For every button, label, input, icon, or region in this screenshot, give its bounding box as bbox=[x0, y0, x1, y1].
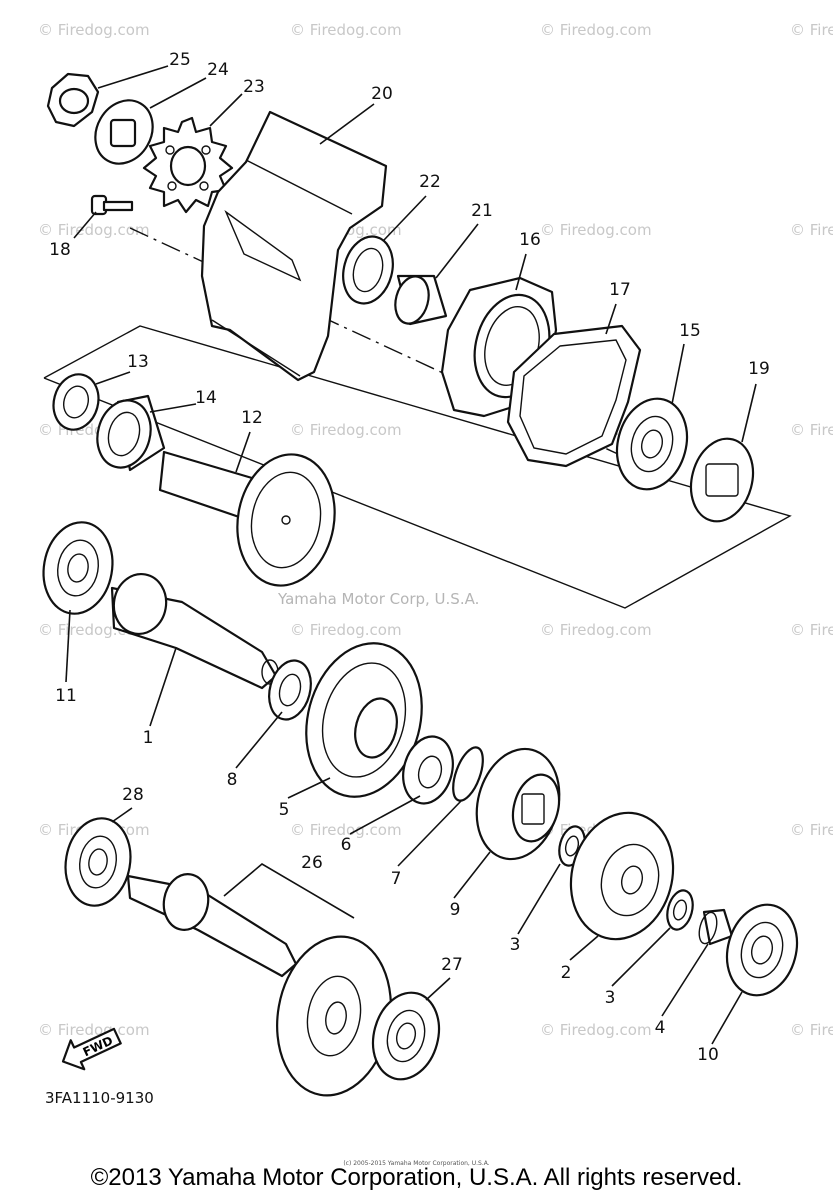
part-22-oil-seal bbox=[342, 235, 394, 305]
part-14-needle-bearing bbox=[96, 394, 166, 472]
part-25-lock-nut bbox=[46, 72, 100, 128]
callout-14: 14 bbox=[195, 388, 217, 408]
callout-1: 1 bbox=[143, 728, 154, 748]
leader-lines bbox=[65, 65, 757, 1045]
callout-6: 6 bbox=[341, 835, 352, 855]
watermark-text: © Firedog.com bbox=[790, 1021, 833, 1039]
watermark-text: © Firedog.com bbox=[540, 621, 652, 639]
part-28-bearing bbox=[64, 817, 132, 907]
part-1-main-axle bbox=[110, 573, 279, 690]
watermark-text: © Firedog.com bbox=[540, 221, 652, 239]
part-13-washer bbox=[52, 373, 100, 431]
part-2-gear bbox=[569, 811, 675, 941]
callout-19: 19 bbox=[748, 359, 770, 379]
part-9-dog-clutch bbox=[475, 747, 561, 861]
callout-12: 12 bbox=[241, 408, 263, 428]
watermark-text: © Firedog.com bbox=[790, 221, 833, 239]
watermark-text: © Firedog.com bbox=[790, 21, 833, 39]
watermark-text: © Firedog.com bbox=[290, 621, 402, 639]
watermark-text: © Firedog.com bbox=[790, 421, 833, 439]
part-24-lock-washer bbox=[94, 99, 154, 165]
copyright-footer: ©2013 Yamaha Motor Corporation, U.S.A. A… bbox=[90, 1164, 743, 1191]
part-20-housing bbox=[200, 110, 388, 382]
part-17-gasket bbox=[506, 324, 642, 468]
part-15-bearing bbox=[615, 397, 689, 491]
reference-lines bbox=[43, 227, 792, 609]
callout-11: 11 bbox=[55, 686, 77, 706]
part-27-bearing bbox=[371, 991, 441, 1081]
callout-26: 26 bbox=[301, 853, 323, 873]
part-8-washer bbox=[268, 659, 312, 721]
watermark-text: © Firedog.com bbox=[38, 21, 150, 39]
part-23-drive-sprocket bbox=[142, 116, 234, 214]
callout-17: 17 bbox=[609, 280, 631, 300]
callout-20: 20 bbox=[371, 84, 393, 104]
diagram-code: 3FA1110-9130 bbox=[45, 1089, 154, 1107]
watermark-text: © Firedog.com bbox=[790, 621, 833, 639]
callout-27: 27 bbox=[441, 955, 463, 975]
callout-28: 28 bbox=[122, 785, 144, 805]
callout-15: 15 bbox=[679, 321, 701, 341]
callout-25: 25 bbox=[169, 50, 191, 70]
callout-9: 9 bbox=[450, 900, 461, 920]
part-18-bolt bbox=[90, 194, 134, 216]
callout-8: 8 bbox=[227, 770, 238, 790]
watermark-text: © Firedog.com bbox=[790, 821, 833, 839]
callout-4: 4 bbox=[655, 1018, 666, 1038]
part-4-collar bbox=[698, 908, 734, 946]
watermark-text: © Firedog.com bbox=[290, 421, 402, 439]
part-3-washer-b bbox=[666, 889, 694, 931]
callout-13: 13 bbox=[127, 352, 149, 372]
part-21-collar bbox=[394, 274, 448, 326]
watermark-text: © Firedog.com bbox=[38, 1021, 150, 1039]
callout-24: 24 bbox=[207, 60, 229, 80]
part-7-circlip bbox=[452, 746, 484, 802]
watermark-text: © Firedog.com bbox=[290, 821, 402, 839]
part-6-washer bbox=[402, 735, 454, 805]
watermark-text: © Firedog.com bbox=[38, 221, 150, 239]
callout-3b: 3 bbox=[605, 988, 616, 1008]
part-26-drive-axle bbox=[126, 873, 392, 1097]
watermark-text: © Firedog.com bbox=[540, 21, 652, 39]
callout-18: 18 bbox=[49, 240, 71, 260]
yamaha-notice: Yamaha Motor Corp, U.S.A. bbox=[277, 590, 479, 608]
part-10-bearing bbox=[725, 903, 799, 997]
callout-5: 5 bbox=[279, 800, 290, 820]
part-12-driven-gear bbox=[158, 450, 336, 587]
part-5-gear bbox=[305, 642, 423, 798]
callout-23: 23 bbox=[243, 77, 265, 97]
callout-10: 10 bbox=[697, 1045, 719, 1065]
part-19-lock-washer bbox=[689, 437, 755, 523]
callout-22: 22 bbox=[419, 172, 441, 192]
watermark-text: © Firedog.com bbox=[540, 1021, 652, 1039]
watermark-text: © Firedog.com bbox=[290, 21, 402, 39]
callout-21: 21 bbox=[471, 201, 493, 221]
callout-3a: 3 bbox=[510, 935, 521, 955]
callout-16: 16 bbox=[519, 230, 541, 250]
part-11-bearing bbox=[42, 521, 114, 615]
callout-7: 7 bbox=[391, 869, 402, 889]
tiny-credit: (c) 2005-2015 Yamaha Motor Corporation, … bbox=[343, 1160, 490, 1167]
callout-2: 2 bbox=[561, 963, 572, 983]
